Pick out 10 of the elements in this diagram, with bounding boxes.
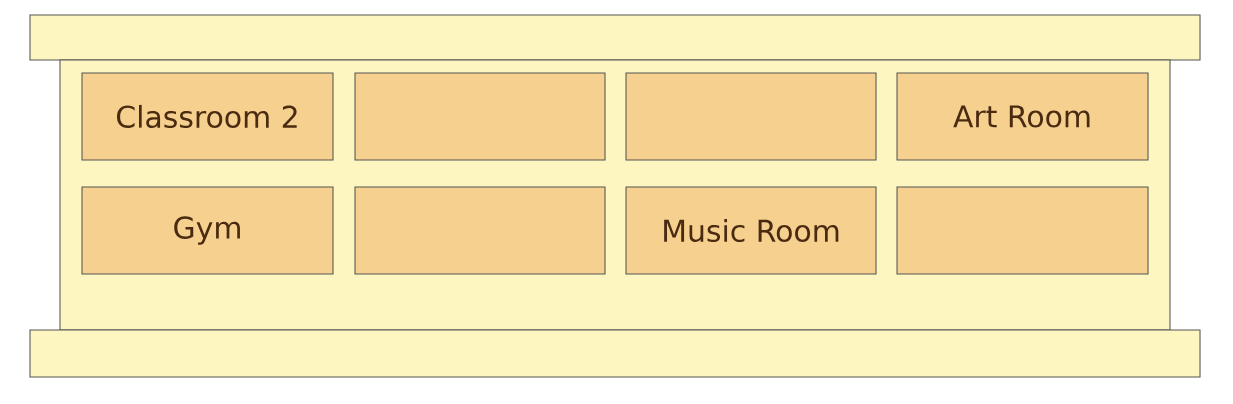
room-box: Gym: [81, 186, 334, 275]
room-box: [896, 186, 1149, 275]
room-box: [354, 186, 606, 275]
room-box: [354, 72, 606, 161]
room-box: Music Room: [625, 186, 877, 275]
band: [29, 329, 1201, 378]
room-box: Classroom 2: [81, 72, 334, 161]
room-box: Art Room: [896, 72, 1149, 161]
band: [29, 14, 1201, 61]
room-box: [625, 72, 877, 161]
